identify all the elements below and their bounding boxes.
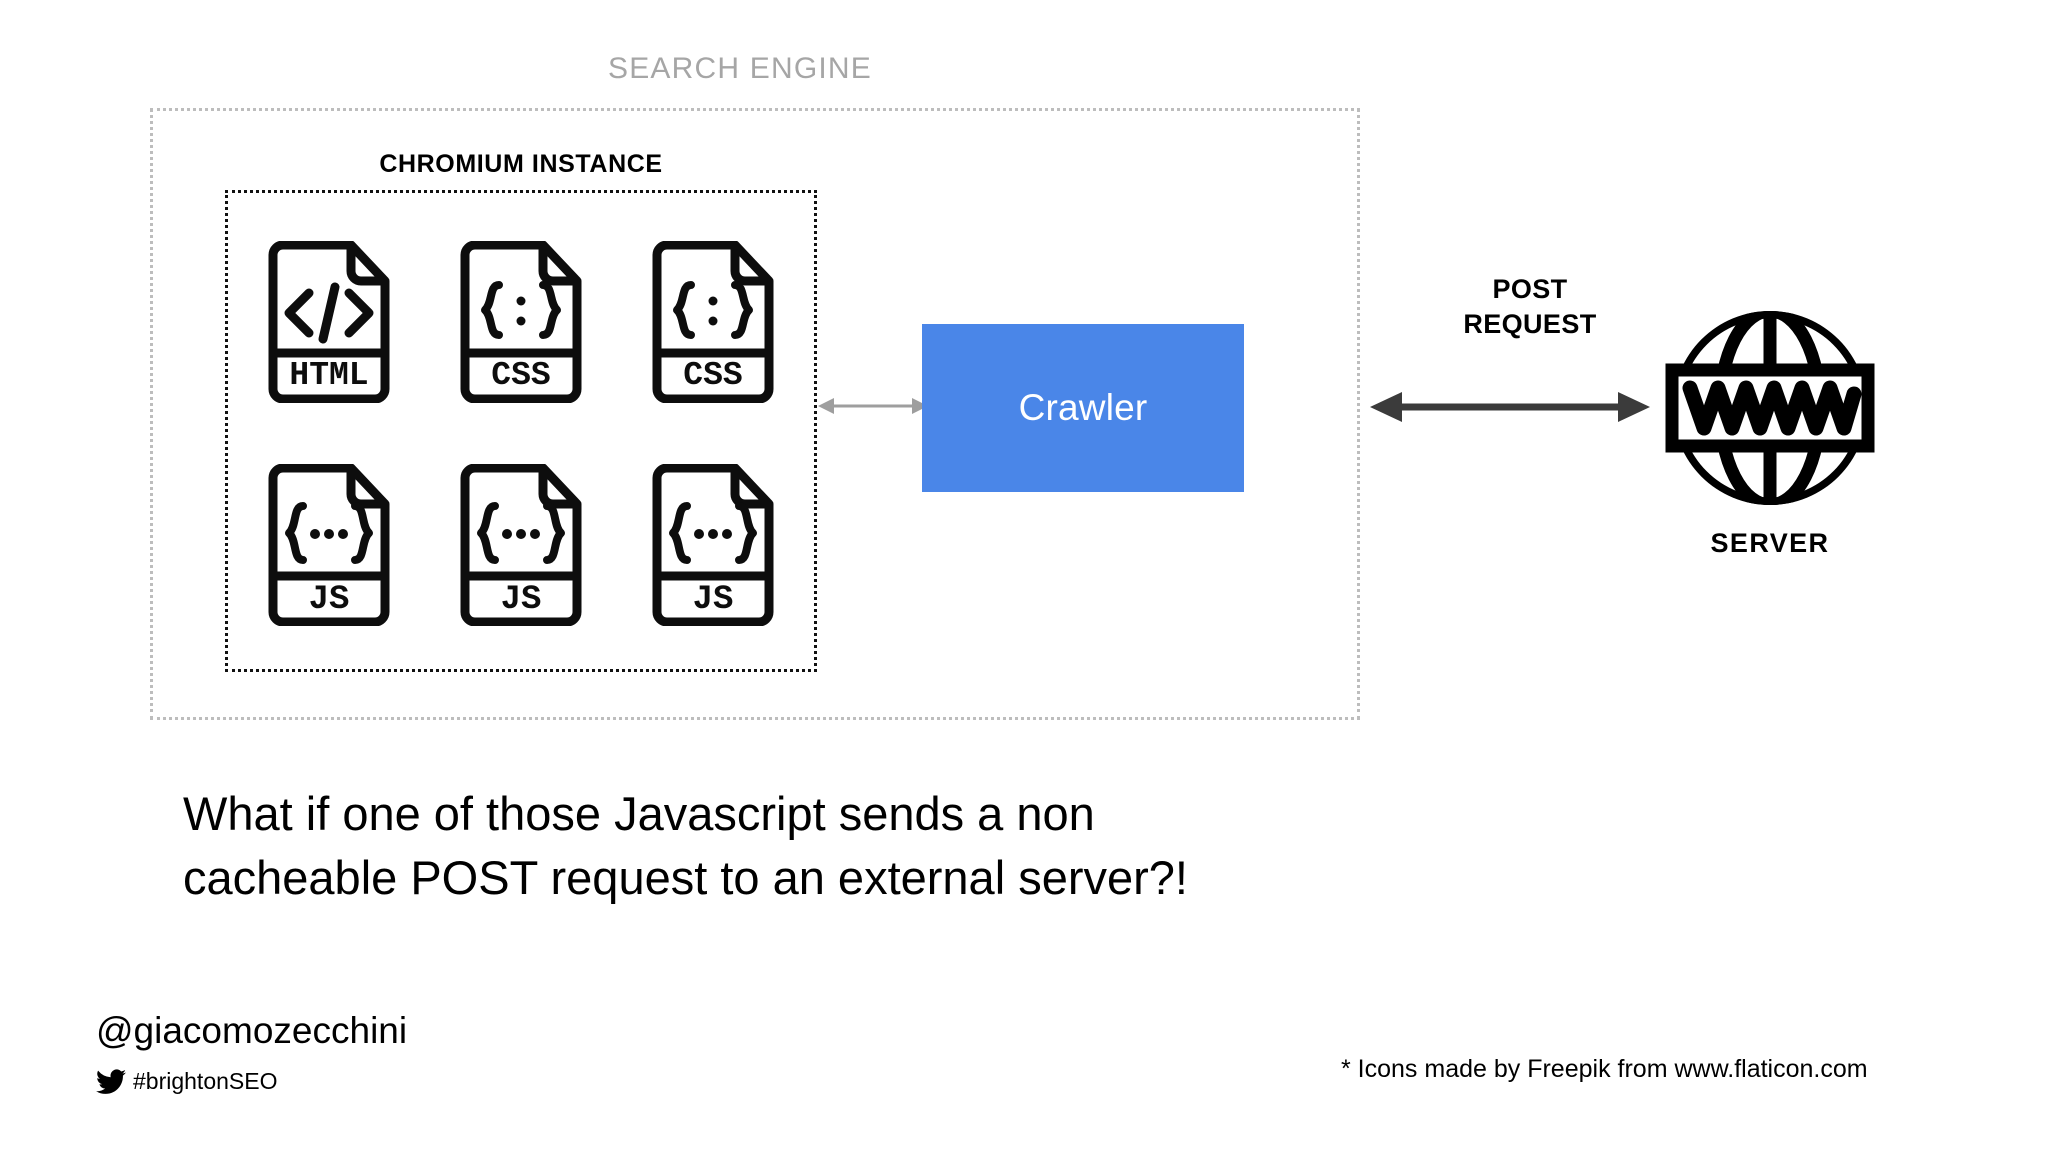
post-request-line-1: POST [1492,274,1568,304]
crawler-box[interactable]: Crawler [922,324,1244,492]
icon-attribution: * Icons made by Freepik from www.flatico… [1341,1055,1868,1083]
post-request-label: POST REQUEST [1405,272,1655,341]
chromium-instance-title: CHROMIUM INSTANCE [379,150,663,178]
file-label-html: HTML [289,357,368,394]
file-label-js: JS [309,581,350,619]
post-request-line-2: REQUEST [1463,308,1597,339]
files-to-crawler-arrow [818,398,928,414]
search-engine-title: SEARCH ENGINE [608,52,872,85]
crawler-label: Crawler [1018,387,1148,428]
file-icon-grid: HTML CSS CSS [237,218,805,648]
file-card-css-1[interactable]: CSS [429,218,613,425]
js-file-icon: JS [268,463,390,626]
file-card-html[interactable]: HTML [237,218,421,425]
twitter-bird-icon [96,1068,126,1094]
js-file-icon: JS [652,463,774,626]
server-group: SERVER [1655,300,1885,559]
css-file-icon: CSS [652,240,774,403]
crawler-to-server-arrow [1370,392,1650,422]
file-label-js: JS [501,581,542,619]
twitter-handle: @giacomozecchini [96,1010,408,1051]
file-card-js-1[interactable]: JS [237,441,421,648]
file-card-js-2[interactable]: JS [429,441,613,648]
file-label-css: CSS [491,357,550,394]
html-file-icon: HTML [268,240,390,403]
headline-line-2: cacheable POST request to an external se… [183,850,1188,904]
search-engine-container [150,108,1360,720]
server-label: SERVER [1710,528,1830,558]
file-label-js: JS [693,581,734,619]
chromium-instance-container [225,190,817,672]
file-card-js-3[interactable]: JS [621,441,805,648]
headline-line-1: What if one of those Javascript sends a … [183,787,1095,840]
brighton-seo-label: #brightonSEO [133,1068,278,1094]
css-file-icon: CSS [460,240,582,403]
file-card-css-2[interactable]: CSS [621,218,805,425]
headline: What if one of those Javascript sends a … [183,782,1433,910]
file-label-css: CSS [683,357,742,394]
brighton-seo-row: #brightonSEO [96,1068,277,1095]
js-file-icon: JS [460,463,582,626]
globe-www-icon [1665,311,1875,505]
